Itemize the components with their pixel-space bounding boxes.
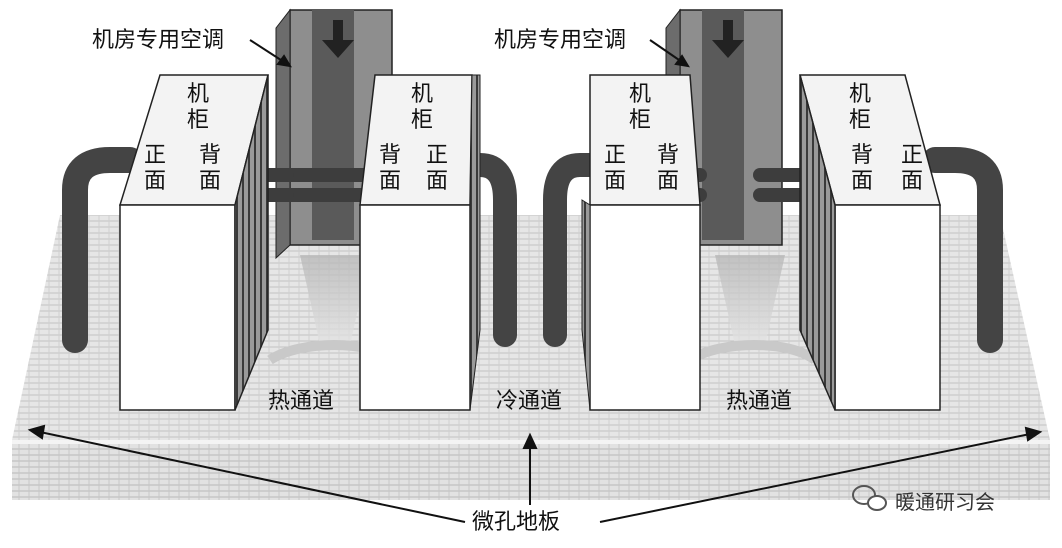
cabinet-1 [118,74,269,411]
hot-aisle-label-left: 热通道 [268,389,335,414]
cabinet-2-name: 机柜 [410,82,433,133]
cabinet-3-back-face: 背面 [656,143,679,194]
crac-label-right: 机房专用空调 [494,28,627,53]
hot-aisle-label-right: 热通道 [726,389,793,414]
cabinet-2-back-face: 背面 [378,143,401,194]
crac-pointer-right [649,39,690,68]
cabinet-4 [799,74,941,411]
cabinet-4-front-face: 正面 [900,143,923,194]
watermark-text: 暖通研习会 [895,490,995,514]
cold-air-plume-right [687,255,819,365]
cold-aisle-label: 冷通道 [496,389,563,414]
cabinet-3 [581,74,701,411]
crac-label-left: 机房专用空调 [92,28,225,53]
cabinet-3-front-face: 正面 [603,143,626,194]
cabinet-1-front-face: 正面 [143,143,166,194]
wechat-icon [852,485,887,511]
cabinet-2-front-face: 正面 [425,143,448,194]
cabinet-4-back-face: 背面 [850,143,873,194]
airflow-loop-right [922,147,1003,353]
cabinet-3-name: 机柜 [628,82,651,133]
cabinet-2 [359,74,481,411]
perforated-floor-label: 微孔地板 [472,510,561,535]
cabinet-4-name: 机柜 [848,82,871,133]
airflow-loop-left [62,147,143,353]
cabinet-1-name: 机柜 [186,82,209,133]
cabinet-1-back-face: 背面 [198,143,221,194]
crac-pointer-left [249,39,292,68]
floor-pointer-arrows [27,424,1043,523]
